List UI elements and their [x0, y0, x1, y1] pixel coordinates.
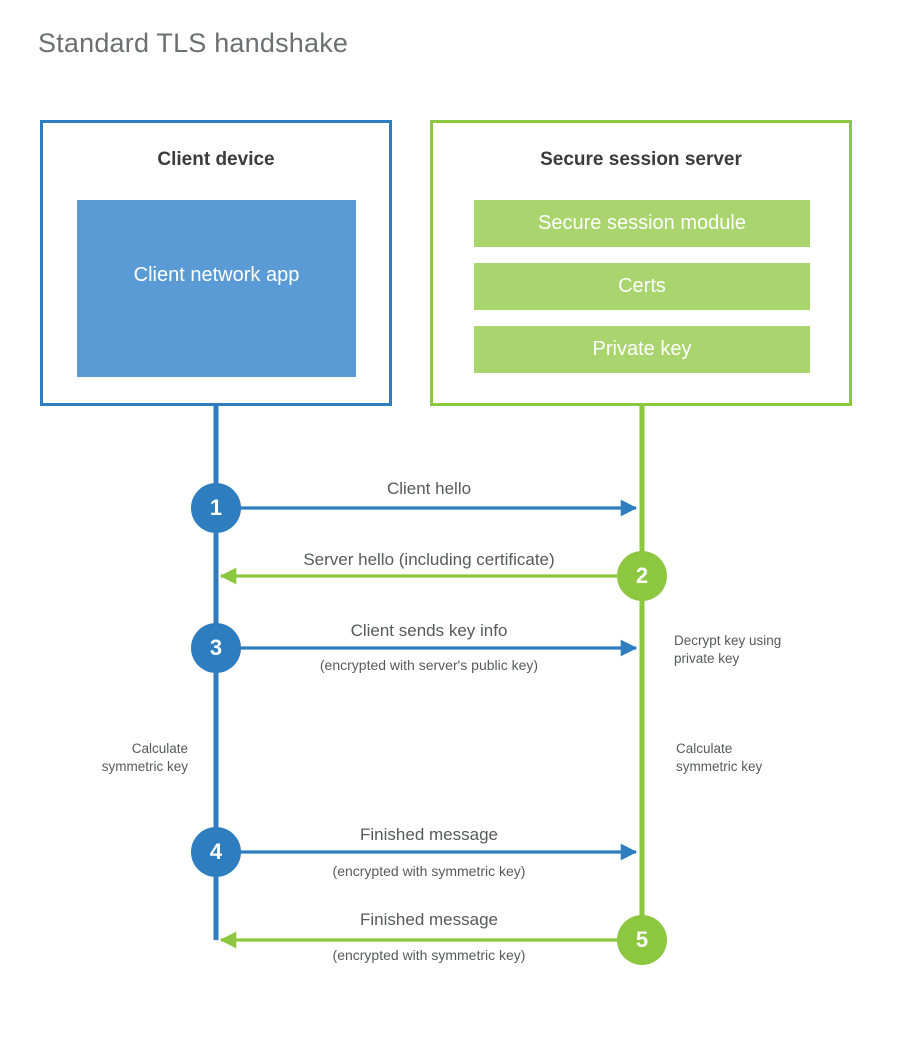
note-calculate-symmetric-key-server: Calculate symmetric key	[676, 741, 763, 774]
server-component-label: Private key	[592, 338, 692, 360]
message-label-step-3: Client sends key info	[350, 621, 508, 640]
step-number: 1	[209, 495, 223, 520]
step-marker-4[interactable]: 4	[191, 827, 241, 877]
message-label-step-5: Finished message	[360, 910, 498, 929]
step-number: 3	[209, 635, 223, 660]
server-component-label: Secure session module	[538, 212, 746, 234]
client-network-app-block: Client network app	[77, 200, 356, 377]
secure-session-server-title: Secure session server	[540, 149, 742, 170]
step-marker-2[interactable]: 2	[617, 551, 667, 601]
message-sublabel-step-3: (encrypted with server's public key)	[319, 657, 539, 673]
server-component-secure-session-module: Secure session module	[474, 200, 810, 247]
step-marker-1[interactable]: 1	[191, 483, 241, 533]
note-decrypt-key: Decrypt key using private key	[674, 633, 782, 666]
message-sublabel-step-4: (encrypted with symmetric key)	[332, 863, 526, 879]
message-sublabel-step-5: (encrypted with symmetric key)	[332, 947, 526, 963]
server-component-certs: Certs	[474, 263, 810, 310]
message-label-step-1: Client hello	[386, 479, 472, 498]
client-network-app-label: Client network app	[133, 264, 300, 286]
client-device-title: Client device	[157, 149, 275, 170]
step-number: 2	[635, 563, 649, 588]
page-title: Standard TLS handshake	[38, 28, 349, 58]
step-marker-3[interactable]: 3	[191, 623, 241, 673]
message-label-step-2: Server hello (including certificate)	[303, 550, 555, 569]
server-component-label: Certs	[618, 275, 666, 297]
server-component-private-key: Private key	[474, 326, 810, 373]
step-marker-5[interactable]: 5	[617, 915, 667, 965]
client-device-box: Client device Client network app	[40, 120, 392, 406]
secure-session-server-box: Secure session server Secure session mod…	[430, 120, 852, 406]
step-number: 4	[209, 839, 223, 864]
note-calculate-symmetric-key-client: Calculate symmetric key	[101, 741, 188, 774]
step-number: 5	[635, 927, 649, 952]
message-label-step-4: Finished message	[360, 825, 498, 844]
